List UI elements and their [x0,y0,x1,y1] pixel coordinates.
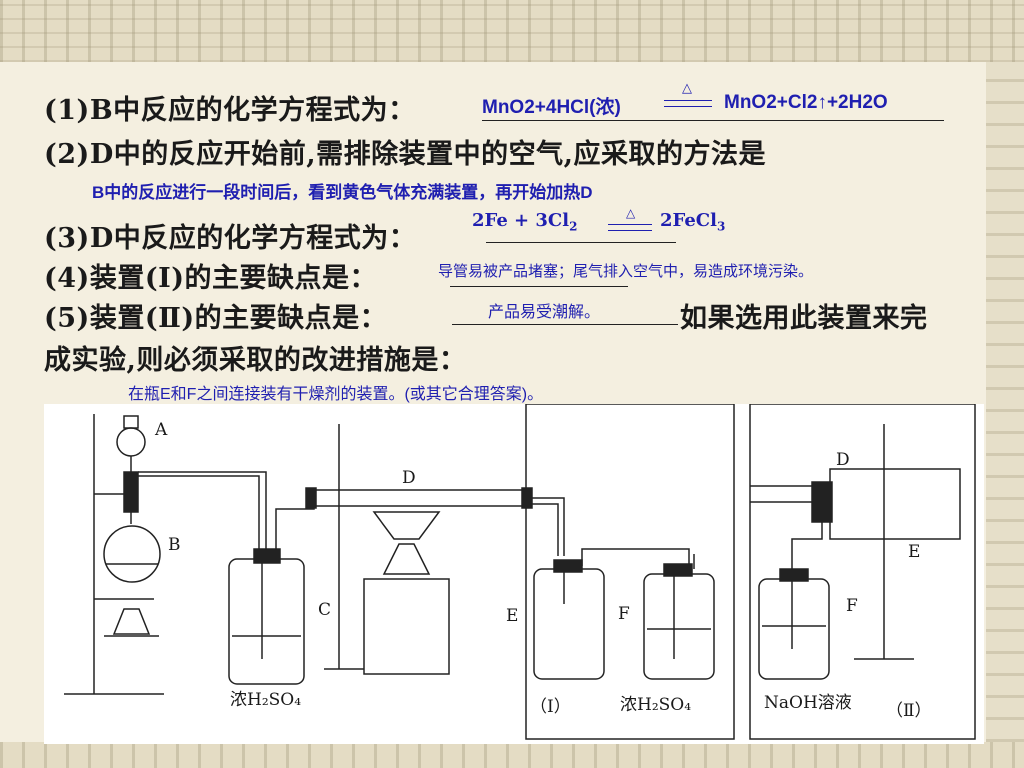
label-D-II: D [836,450,850,470]
label-D: D [402,468,416,488]
answer-3-reactants-text: 2Fe + 3Cl [472,210,570,231]
apparatus-diagram [44,404,984,744]
label-B: B [168,535,181,555]
label-F-II: F [846,596,858,616]
decorative-border-top [0,0,1024,62]
answer-3-products-text: 2FeCl [660,210,717,231]
answer-1-products: MnO2+Cl2↑+2H2O [724,92,888,113]
answer-1-underline [482,120,944,121]
question-1: (1)B中反应的化学方程式为： [44,95,416,126]
answer-3-sub-3: 3 [716,219,726,234]
question-5b: 如果选用此装置来完 [680,303,928,334]
heat-symbol-2: △ [626,206,636,220]
equals-sign-1 [664,100,712,107]
label-naoh: NaOH溶液 [764,693,852,713]
answer-5-fix: 在瓶E和F之间连接装有干燥剂的装置。(或其它合理答案)。 [128,386,544,403]
answer-5-underline [452,324,678,325]
question-3: (3)D中反应的化学方程式为： [44,223,417,254]
answer-5: 产品易受潮解。 [488,304,601,321]
answer-1-reactants: MnO2+4HCl(浓) [482,97,621,118]
answer-3-products: 2FeCl3 [660,210,725,234]
answer-3-underline [486,242,676,243]
question-2: (2)D中的反应开始前,需排除装置中的空气,应采取的方法是 [44,139,767,170]
answer-4: 导管易被产品堵塞；尾气排入空气中，易造成环境污染。 [438,263,814,280]
answer-4-underline [450,286,628,287]
label-conc-h2so4-1: 浓H₂SO₄ [230,690,302,710]
label-group-I: （Ⅰ） [530,697,571,717]
label-F: F [618,604,630,624]
equals-sign-2 [608,224,652,231]
label-conc-h2so4-2: 浓H₂SO₄ [620,695,692,715]
label-group-II: （Ⅱ） [886,701,932,721]
label-A: A [155,420,168,440]
label-E: E [506,606,519,626]
decorative-border-right [986,62,1024,742]
answer-3-reactants: 2Fe + 3Cl2 [472,210,577,234]
apparatus-drawing [64,404,976,740]
label-E-II: E [908,542,921,562]
decorative-border-bottom [0,742,1024,768]
question-5c: 成实验,则必须采取的改进措施是： [44,345,467,376]
heat-symbol: △ [682,80,692,95]
question-5a: (5)装置(Ⅱ)的主要缺点是： [44,303,388,334]
answer-3-sub-2: 2 [569,219,578,234]
answer-2: B中的反应进行一段时间后，看到黄色气体充满装置，再开始加热D [92,183,593,202]
question-4: (4)装置(Ⅰ)的主要缺点是： [44,263,378,294]
label-C: C [318,600,332,620]
